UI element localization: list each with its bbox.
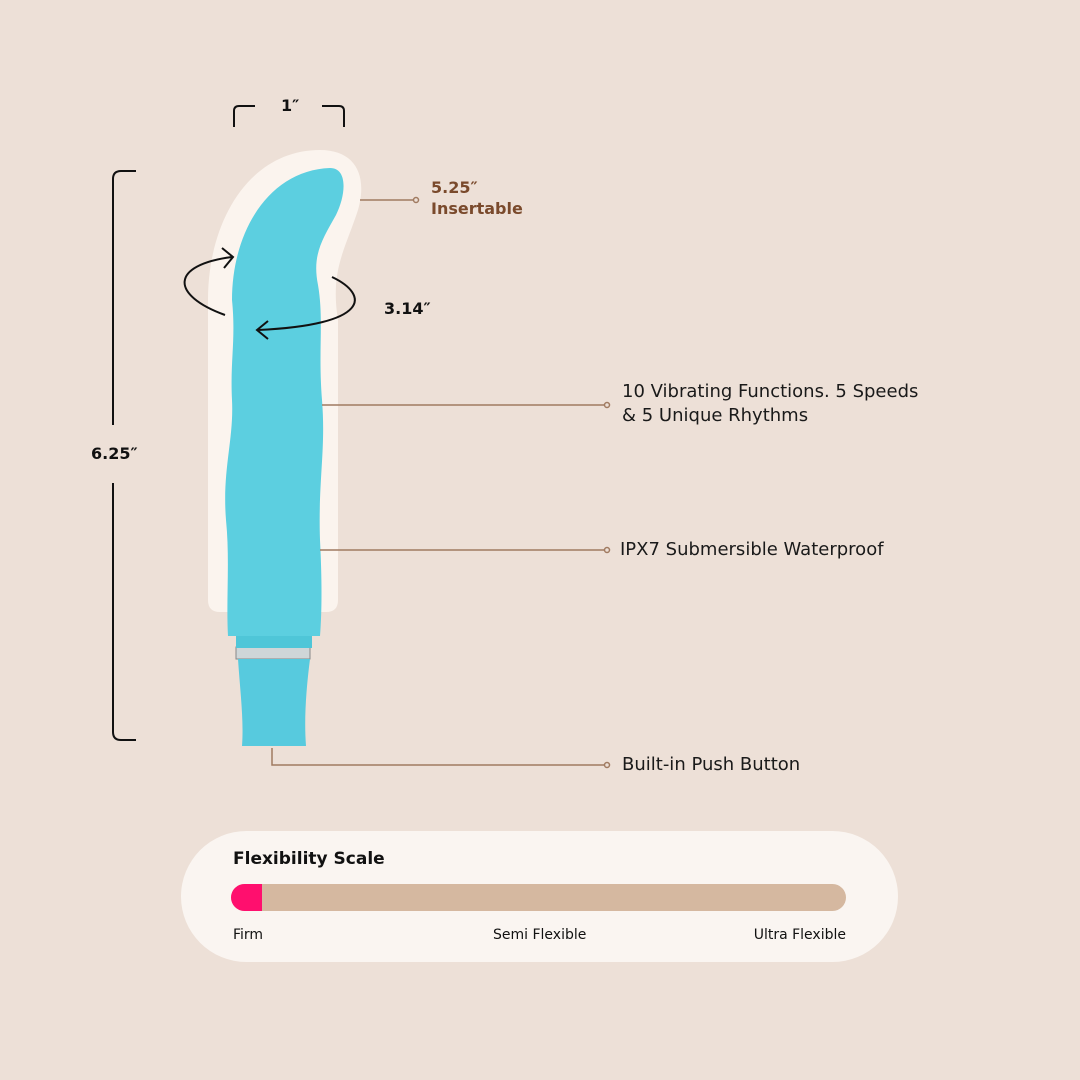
feature-vibration: 10 Vibrating Functions. 5 Speeds & 5 Uni…	[622, 380, 918, 428]
product-ring	[235, 646, 311, 660]
length-bracket	[112, 170, 136, 741]
insertable-label: 5.25″ Insertable	[431, 177, 523, 219]
feature-text: & 5 Unique Rhythms	[622, 405, 809, 426]
insertable-value: 5.25″	[431, 178, 478, 197]
product-shaft	[225, 168, 344, 636]
feature-waterproof: IPX7 Submersible Waterproof	[620, 539, 884, 560]
scale-label-firm: Firm	[233, 927, 264, 943]
width-dimension: 1″	[281, 96, 300, 115]
length-dimension: 6.25″	[91, 444, 138, 463]
feature-text: 10 Vibrating Functions. 5 Speeds	[622, 381, 919, 402]
feature-push-button: Built-in Push Button	[622, 754, 801, 775]
circumference-arrow-icon	[183, 247, 235, 316]
scale-label-ultra-flexible: Ultra Flexible	[753, 927, 846, 943]
flexibility-fill	[231, 884, 262, 911]
scale-label-semi-flexible: Semi Flexible	[493, 927, 587, 943]
product-base	[238, 659, 310, 746]
circumference-arrow-icon-2	[255, 276, 356, 340]
flexibility-scale-title: Flexibility Scale	[233, 849, 385, 869]
insertable-text: Insertable	[431, 199, 523, 218]
circumference-dimension: 3.14″	[384, 299, 431, 318]
leader-lines	[271, 196, 611, 769]
flexibility-track	[231, 884, 846, 911]
width-bracket	[233, 105, 345, 127]
